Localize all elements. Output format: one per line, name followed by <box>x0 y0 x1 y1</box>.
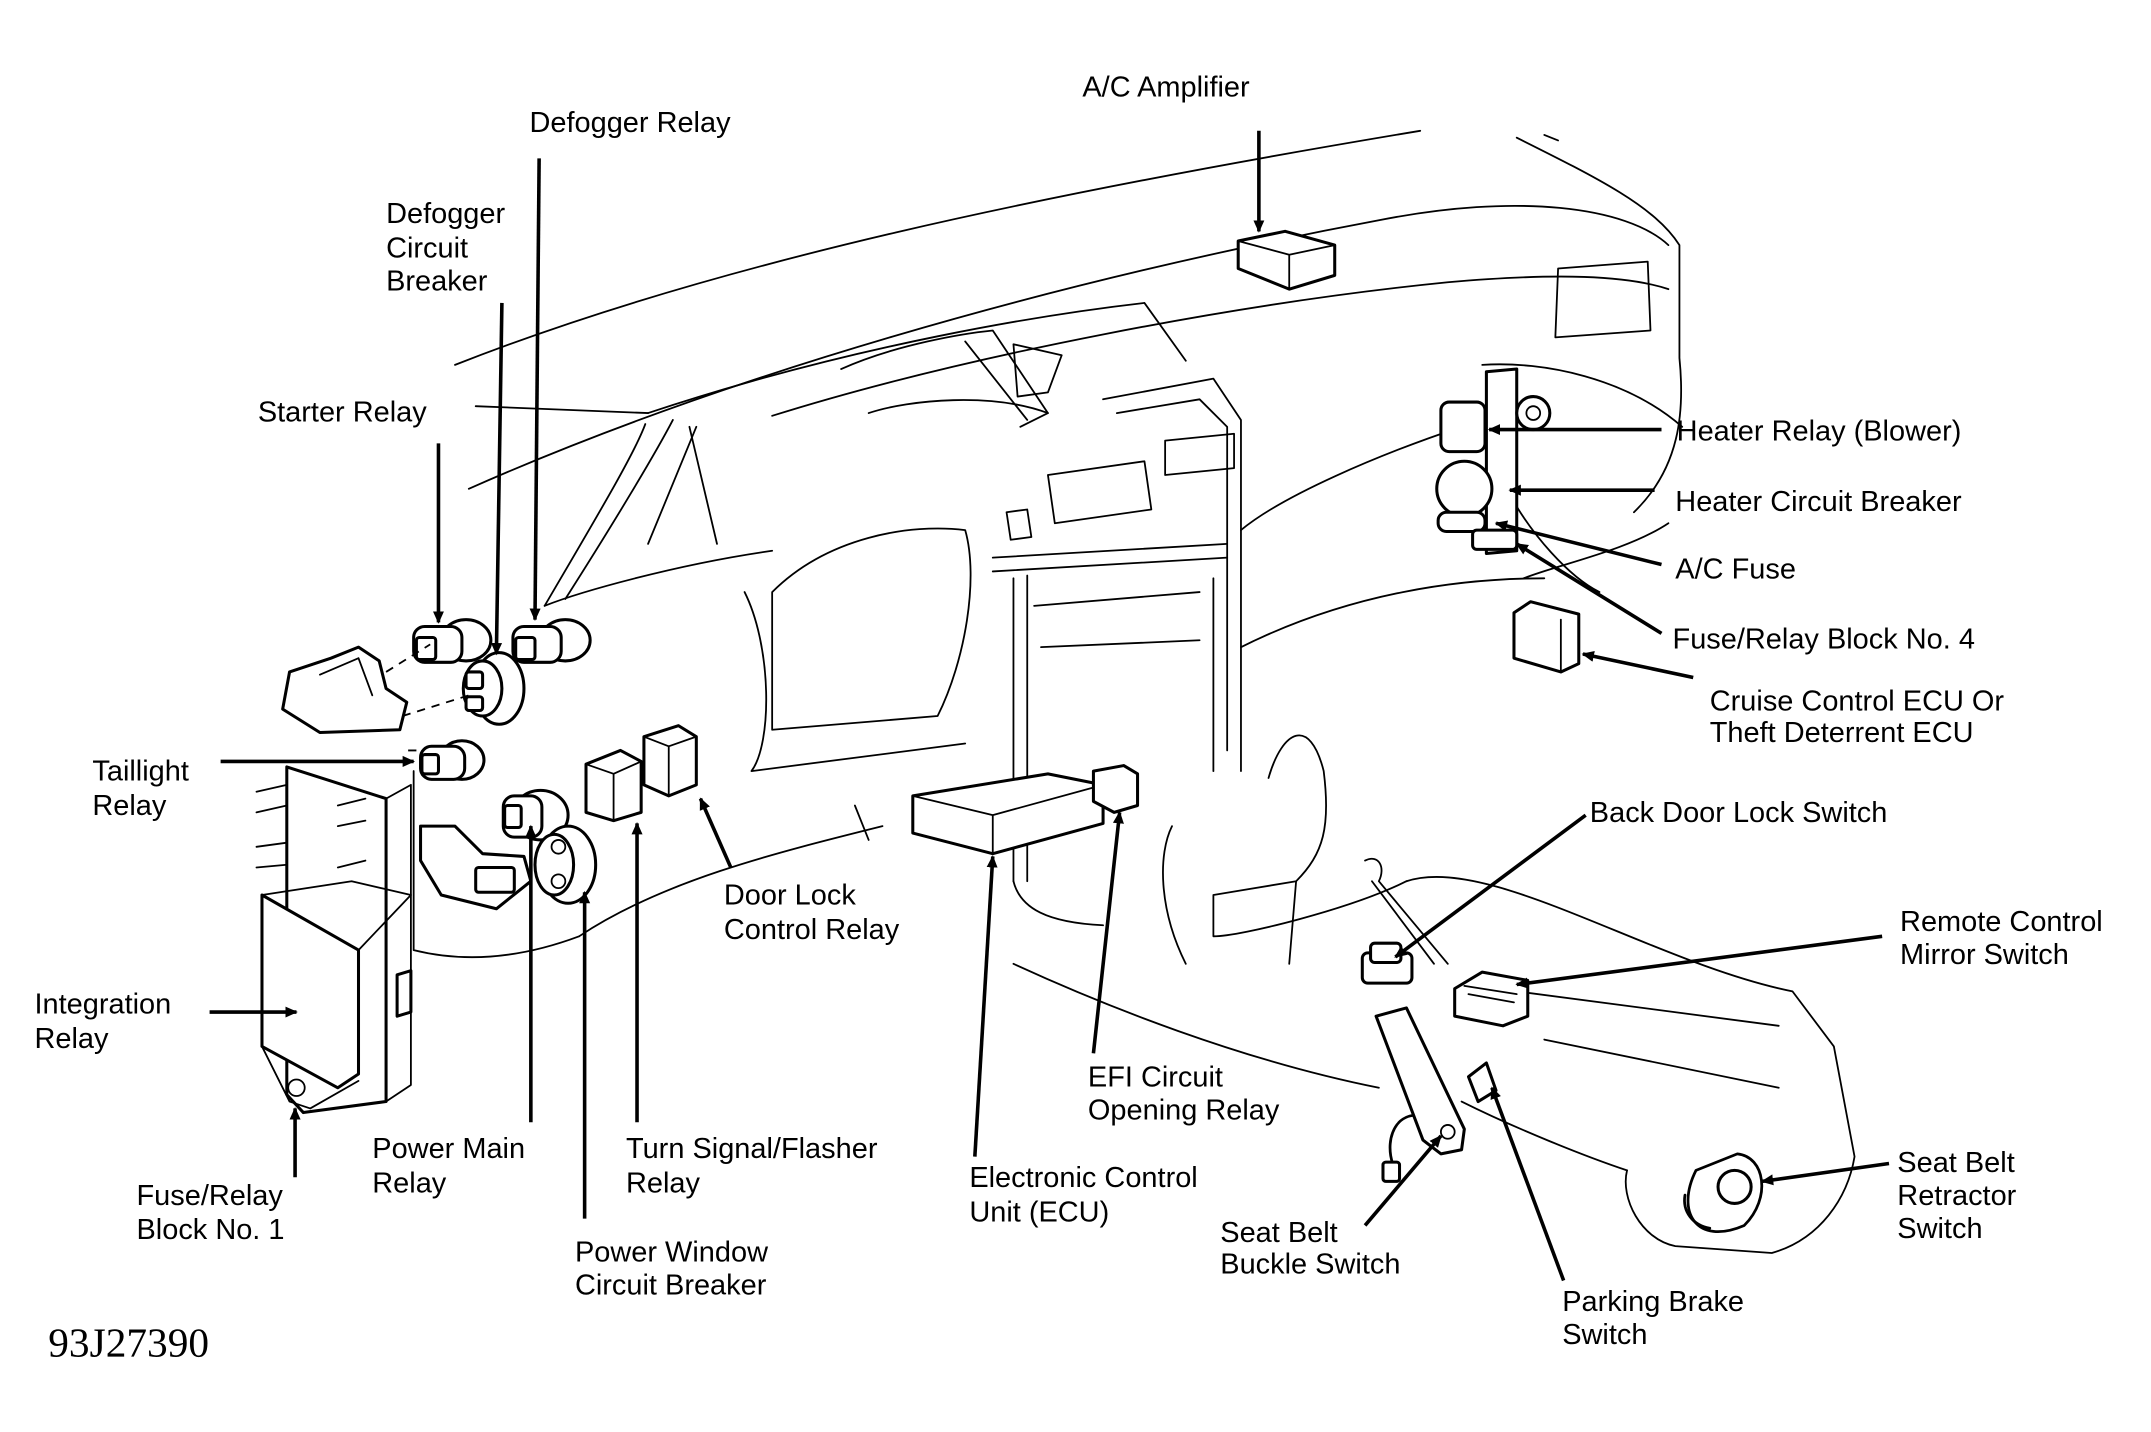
leader-defogger-circuit-breaker <box>491 302 504 656</box>
leader-defogger-relay <box>529 158 541 621</box>
figure-code: 93J27390 <box>48 1319 209 1365</box>
label-taillight-relay: Taillight Relay <box>92 756 197 822</box>
label-parking-brake-switch: Parking Brake Switch <box>1562 1286 1752 1351</box>
label-back-door-lock-switch: Back Door Lock Switch <box>1590 797 1888 829</box>
label-fuse-relay-block-1: Fuse/Relay Block No. 1 <box>137 1180 291 1246</box>
power-main-relay-part <box>419 788 570 911</box>
turn-signal-flasher-relay-part <box>584 748 643 823</box>
door-lock-control-relay-part <box>642 724 698 798</box>
leader-seat-belt-buckle <box>1363 1134 1443 1227</box>
label-ac-amplifier: A/C Amplifier <box>1082 71 1250 103</box>
label-defogger-circuit-breaker: Defogger Circuit Breaker <box>386 198 513 297</box>
label-seat-belt-retractor-switch: Seat Belt Retractor Switch <box>1897 1147 2024 1245</box>
label-integration-relay: Integration Relay <box>34 988 179 1054</box>
leader-seat-belt-retractor <box>1760 1161 1890 1186</box>
efi-circuit-opening-relay-part <box>1091 764 1140 814</box>
leader-remote-mirror <box>1515 934 1883 989</box>
label-ac-fuse: A/C Fuse <box>1675 553 1796 585</box>
label-door-lock-control-relay: Door Lock Control Relay <box>724 880 900 946</box>
leader-ecu <box>973 855 998 1157</box>
labels: A/C Amplifier Defogger Relay Defogger Ci… <box>34 71 2111 1365</box>
ecu-part <box>911 772 1105 856</box>
dashboard-outline <box>412 129 1856 1254</box>
leader-fuse-relay-block-4 <box>1515 542 1663 635</box>
cruise-control-ecu-part <box>1512 600 1581 674</box>
leader-efi-relay <box>1091 811 1124 1054</box>
back-door-lock-switch-part <box>1360 941 1414 985</box>
label-seat-belt-buckle-switch: Seat Belt Buckle Switch <box>1220 1217 1400 1281</box>
seat-belt-retractor-switch-part <box>1683 1152 1764 1233</box>
label-remote-control-mirror-switch: Remote Control Mirror Switch <box>1900 906 2111 971</box>
fuse-relay-block-4-part <box>1435 367 1552 556</box>
seat-belt-buckle-part <box>1374 1006 1466 1183</box>
label-defogger-relay: Defogger Relay <box>529 107 731 139</box>
label-heater-circuit-breaker: Heater Circuit Breaker <box>1675 486 1962 518</box>
label-fuse-relay-block-4: Fuse/Relay Block No. 4 <box>1673 624 1975 656</box>
leader-cruise-control-ecu <box>1581 650 1694 680</box>
leader-door-lock-relay <box>698 797 733 869</box>
label-power-main-relay: Power Main Relay <box>372 1133 533 1199</box>
fuse-relay-block-1-part <box>255 765 413 1115</box>
leader-lines <box>209 130 1890 1282</box>
label-efi-circuit-opening-relay: EFI Circuit Opening Relay <box>1088 1061 1280 1126</box>
label-turn-signal-flasher-relay: Turn Signal/Flasher Relay <box>626 1133 886 1199</box>
label-starter-relay: Starter Relay <box>258 396 427 428</box>
leader-parking-brake <box>1490 1086 1566 1282</box>
remote-control-mirror-switch-part <box>1453 970 1530 1028</box>
ac-amplifier-part <box>1236 229 1337 291</box>
label-cruise-control-ecu: Cruise Control ECU Or Theft Deterrent EC… <box>1710 686 2012 750</box>
label-power-window-circuit-breaker: Power Window Circuit Breaker <box>575 1236 776 1301</box>
label-heater-relay-blower: Heater Relay (Blower) <box>1677 416 1962 448</box>
label-ecu: Electronic Control Unit (ECU) <box>969 1162 1205 1228</box>
power-window-circuit-breaker-part <box>533 824 598 905</box>
parking-brake-switch-part <box>1466 1061 1498 1104</box>
leader-ac-fuse <box>1494 520 1662 567</box>
relay-cluster-left <box>281 618 592 781</box>
leader-back-door-lock <box>1394 813 1587 959</box>
